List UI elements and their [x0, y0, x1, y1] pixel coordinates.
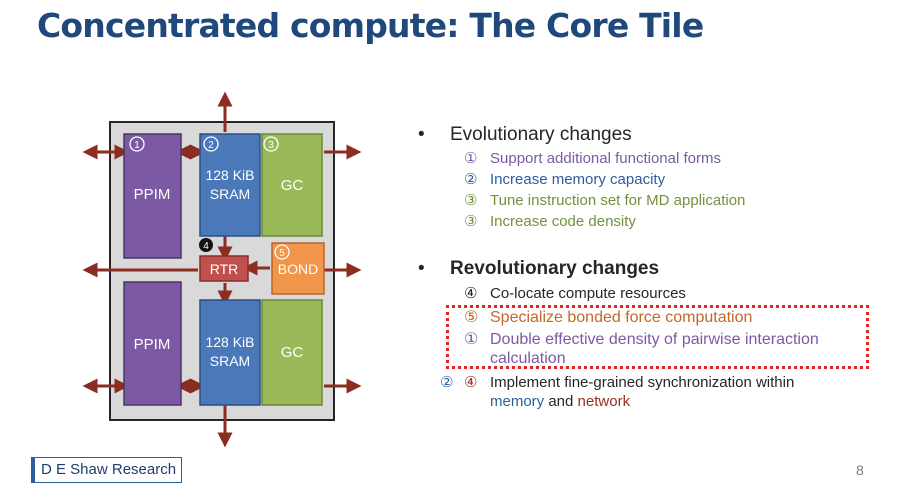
rev-item-4-word-memory: memory: [490, 393, 545, 410]
rev-item-2-num: ⑤: [464, 309, 479, 326]
ppim-bottom-label: PPIM: [134, 336, 171, 353]
evo-item-1-num: ①: [464, 150, 478, 167]
gc-top-label: GC: [281, 177, 304, 194]
rev-item-2-text: Specialize bonded force computation: [490, 309, 753, 326]
revolutionary-heading-row: • Revolutionary changes: [418, 258, 660, 280]
rev-item-3-num: ①: [464, 331, 479, 348]
evolutionary-heading-row: • Evolutionary changes: [418, 124, 632, 146]
rev-item-4-word-network: network: [577, 393, 631, 410]
company-logo: D E Shaw Research: [31, 457, 182, 483]
rev-item-4-num-b: ④: [464, 374, 478, 391]
rev-item-3-text-line1: Double effective density of pairwise int…: [490, 331, 819, 348]
badge-3-circle: [263, 136, 279, 152]
external-arrows: [82, 91, 362, 448]
evo-item-2-text: Increase memory capacity: [490, 171, 666, 188]
rev-item-4-num-a: ②: [440, 374, 454, 391]
badge-3: 3: [268, 140, 274, 151]
badge-5: 5: [279, 248, 285, 259]
ppim-bottom-block: [123, 281, 182, 406]
revolutionary-heading: Revolutionary changes: [450, 258, 660, 279]
sram-top-label-line2: SRAM: [210, 186, 250, 202]
bullet-dot: •: [418, 124, 425, 145]
sram-bottom-block: [199, 299, 261, 406]
bond-block: [271, 242, 325, 295]
evo-item-1: ① Support additional functional forms: [464, 148, 721, 169]
evo-item-2-num: ②: [464, 171, 478, 188]
ppim-top-label: PPIM: [134, 186, 171, 203]
evo-item-1-text: Support additional functional forms: [490, 150, 721, 167]
slide-title: Concentrated compute: The Core Tile: [37, 6, 704, 45]
badge-1-circle: [129, 136, 145, 152]
page-number: 8: [856, 462, 864, 478]
evo-item-3-num: ③: [464, 192, 478, 209]
gc-bottom-block: [261, 299, 323, 406]
rev-item-1: ④ Co-locate compute resources: [464, 283, 686, 304]
rev-item-4-text-line1: Implement fine-grained synchronization w…: [490, 374, 795, 391]
rev-item-3-text-line2: calculation: [490, 350, 566, 367]
rtr-block: [199, 255, 249, 282]
rev-item-4-word-and: and: [544, 393, 578, 410]
badge-4-circle: [199, 238, 213, 252]
gc-bottom-label: GC: [281, 344, 304, 361]
evo-item-3-text: Tune instruction set for MD application: [490, 192, 746, 209]
badge-2-circle: [203, 136, 219, 152]
evo-item-4: ③ Increase code density: [464, 211, 636, 232]
rev-item-1-text: Co-locate compute resources: [490, 285, 686, 302]
rtr-label: RTR: [210, 261, 239, 277]
ppim-top-block: [123, 133, 182, 259]
rev-item-4: ② ④ Implement fine-grained synchronizati…: [440, 373, 795, 411]
sram-bottom-label-line2: SRAM: [210, 353, 250, 369]
badge-5-circle: [274, 244, 290, 260]
evo-item-4-num: ③: [464, 213, 478, 230]
gc-top-block: [261, 133, 323, 237]
rev-item-1-num: ④: [464, 285, 478, 302]
sram-bottom-label-line1: 128 KiB: [205, 334, 254, 350]
rev-item-2: ⑤ Specialize bonded force computation: [464, 307, 753, 328]
evo-item-2: ② Increase memory capacity: [464, 169, 666, 190]
bond-label: BOND: [278, 261, 318, 277]
evo-item-4-text: Increase code density: [490, 213, 636, 230]
badge-4: 4: [203, 241, 209, 252]
badge-2: 2: [208, 140, 214, 151]
evo-item-3: ③ Tune instruction set for MD applicatio…: [464, 190, 746, 211]
evolutionary-heading: Evolutionary changes: [450, 124, 632, 145]
rev-item-3: ① Double effective density of pairwise i…: [464, 330, 819, 368]
sram-top-label-line1: 128 KiB: [205, 167, 254, 183]
bullet-dot: •: [418, 258, 425, 279]
highlight-dotted-box: [446, 305, 869, 369]
badge-1: 1: [134, 140, 140, 151]
